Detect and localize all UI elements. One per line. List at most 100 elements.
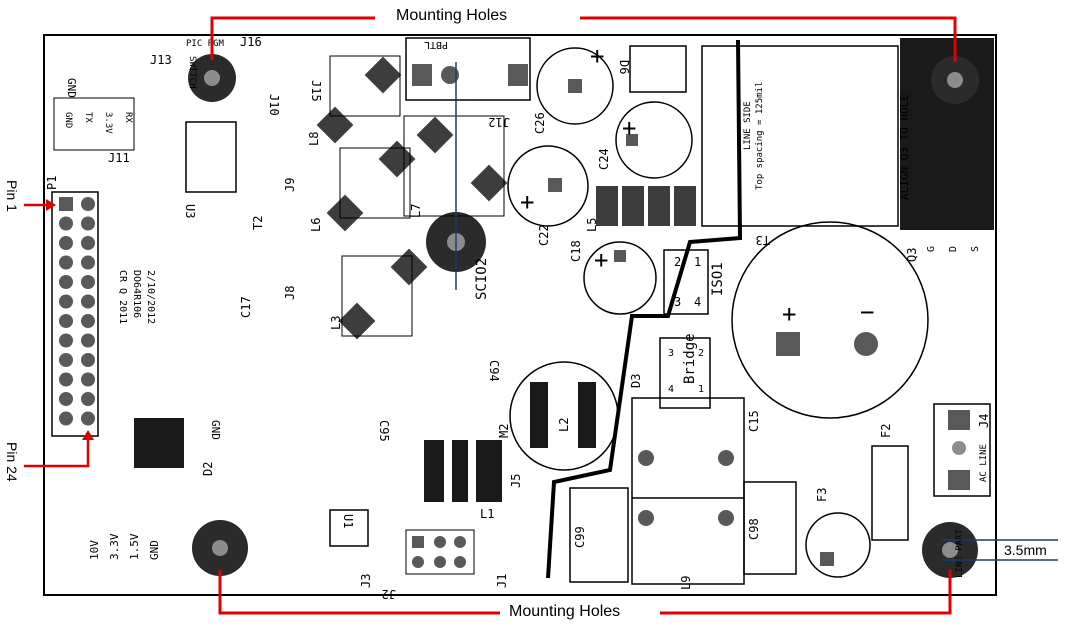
designator-m2: M2 [497, 424, 511, 438]
callout-bottom-mounting-holes: Mounting Holes [505, 603, 625, 621]
designator-l6: L6 [309, 218, 323, 232]
bridge-pin-label: 4 [668, 384, 674, 395]
p1-header [51, 191, 99, 437]
note-ac-line: AC LINE [979, 444, 989, 482]
note-pic-pgm: PIC PGM [186, 39, 225, 49]
gnd-label: GND [65, 78, 78, 98]
p1-pin [81, 392, 95, 406]
p1-pin [81, 197, 95, 211]
designator-l1: L1 [480, 507, 494, 521]
p1-pin [81, 236, 95, 250]
designator-d6: D6 [617, 60, 631, 74]
designator-c15: C15 [747, 410, 761, 432]
p1-pin [59, 216, 73, 231]
designator-l5: L5 [585, 218, 599, 232]
designator-j2: J2 [382, 587, 396, 601]
m2-inductor [509, 361, 619, 471]
p1-pin [81, 333, 95, 348]
designator-u1: U1 [341, 514, 355, 528]
p1-pin [81, 216, 95, 231]
j12-connector [405, 37, 531, 101]
polarity-minus: − [860, 298, 874, 326]
j11-pin-label: TX [83, 112, 93, 123]
designator-j9: J9 [283, 178, 297, 192]
j11-pin-label: RX [123, 112, 133, 123]
j11-pin-label: GND [63, 112, 73, 128]
p1-pin [59, 392, 73, 406]
q3-pin-label: G [926, 246, 937, 252]
polarity-plus: + [622, 114, 636, 142]
designator-p1: P1 [45, 176, 59, 190]
p1-pin [81, 314, 95, 328]
designator-c94: C94 [487, 360, 501, 382]
callout-lines [210, 16, 957, 615]
designator-u3: U3 [183, 204, 197, 218]
designator-c99: C99 [573, 526, 587, 548]
p1-pin [59, 353, 73, 367]
iso-pin-label: 3 [674, 295, 681, 309]
iso-pin-label: 1 [694, 255, 701, 269]
designator-j16: J16 [240, 35, 262, 49]
p1-pin [59, 372, 73, 387]
date-code: CR Q 2011 [117, 270, 128, 324]
p1-pin [59, 275, 73, 289]
power-pin-label: GND [148, 540, 161, 560]
mounting-hole-top-left [188, 54, 236, 102]
d6-diode [629, 45, 687, 93]
designator-j10: J10 [267, 94, 281, 116]
p1-pin [81, 255, 95, 270]
u1-chip [329, 509, 369, 547]
designator-j4: J4 [977, 414, 991, 428]
p1-pin [59, 236, 73, 250]
bridge-component [659, 337, 711, 409]
designator-c24: C24 [597, 148, 611, 170]
designator-l7: L7 [409, 204, 423, 218]
j2-header [405, 529, 475, 575]
mounting-hole-top-right [900, 38, 994, 230]
p1-pin [81, 275, 95, 289]
pin-arrows [24, 199, 94, 468]
designator-j13: J13 [150, 53, 172, 67]
dimension-label: 3.5mm [1004, 542, 1047, 558]
designator-q3: Q3 [905, 248, 919, 262]
p1-pin [81, 411, 95, 426]
j11-pin-label: 3.3V [103, 112, 113, 134]
p1-pin [59, 255, 73, 270]
designator-d3: D3 [629, 374, 643, 388]
power-pin-label: 10V [88, 540, 101, 560]
ic-lower-left [134, 418, 184, 468]
power-pin-label: 3.3V [108, 533, 121, 560]
designator-c26: C26 [533, 112, 547, 134]
p1-pin [59, 411, 73, 426]
bridge-pin-label: 1 [698, 384, 704, 395]
p1-pin [59, 314, 73, 328]
designator-t2: T2 [251, 216, 265, 230]
transformer-block [596, 45, 899, 227]
designator-d2: D2 [201, 462, 215, 476]
c98-capacitor [743, 481, 797, 575]
designator-l8: L8 [307, 132, 321, 146]
j11-connector [53, 97, 135, 151]
polarity-plus: + [590, 42, 604, 70]
gnd-label: GND [209, 420, 222, 440]
designator-c18: C18 [569, 240, 583, 262]
polarity-plus: + [594, 246, 608, 274]
date-code: DO64R106 [131, 270, 142, 318]
designator-l2: L2 [557, 418, 571, 432]
iso-pin-label: 4 [694, 295, 701, 309]
note-align: ALIGN Q3 TO HOLE [898, 94, 911, 200]
polarity-plus: + [520, 188, 534, 216]
note-line-side: LINE SIDE [743, 101, 753, 150]
label-pin-24: Pin 24 [4, 442, 20, 482]
label-pin-1: Pin 1 [4, 180, 20, 212]
dimension-lines [455, 62, 1058, 561]
p1-pin [59, 333, 73, 348]
silkscreen-text: J11J13J16J15J10J9J8J12J5J1J2J4J3P1T2T3L1… [45, 35, 991, 601]
note-pbtl: PBTL [424, 39, 448, 50]
designator-j11: J11 [108, 151, 130, 165]
p1-pin [81, 372, 95, 387]
designator-f2: F2 [879, 424, 893, 438]
iso-pin-label: 2 [674, 255, 681, 269]
designator-c95: C95 [377, 420, 391, 442]
